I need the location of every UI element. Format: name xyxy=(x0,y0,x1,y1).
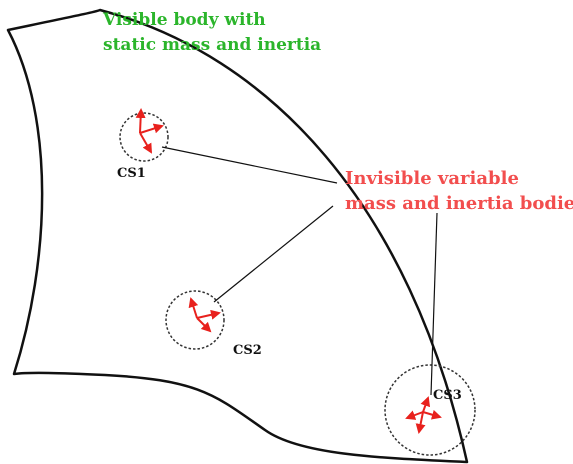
cs1-axis-up xyxy=(135,108,146,134)
cs2-body-circle xyxy=(165,290,225,350)
visible-body-label-line1: Visible body with xyxy=(102,10,266,30)
invisible-bodies-label-line2: mass and inertia bodies xyxy=(345,193,573,214)
visible-body-outline xyxy=(6,8,469,464)
visible-body-label-line2: static mass and inertia xyxy=(103,35,321,55)
cs3-axis-right xyxy=(422,409,442,420)
cs1-label: CS1 xyxy=(117,166,146,181)
cs2-label: CS2 xyxy=(233,343,262,358)
cs1-axis-right xyxy=(139,123,164,134)
cs2-axis-right xyxy=(196,309,221,320)
cs3-body-circle xyxy=(384,364,476,456)
leader-line-cs3 xyxy=(430,212,438,396)
cs3-axes xyxy=(405,396,442,434)
cs3-axis-left xyxy=(405,410,424,420)
cs2-axis-up xyxy=(188,297,199,319)
invisible-bodies-label-line1: Invisible variable xyxy=(345,168,519,189)
leader-line-cs1 xyxy=(161,146,338,184)
cs2-axes xyxy=(188,297,221,333)
cs3-axis-up xyxy=(420,396,431,413)
leader-line-cs2 xyxy=(213,205,334,303)
cs1-axis-down xyxy=(139,132,153,154)
cs2-axis-down xyxy=(196,317,212,333)
cs1-axes xyxy=(135,108,164,154)
cs3-axis-down xyxy=(415,411,426,434)
cs1-body-circle xyxy=(119,112,169,162)
cs3-label: CS3 xyxy=(433,388,462,403)
